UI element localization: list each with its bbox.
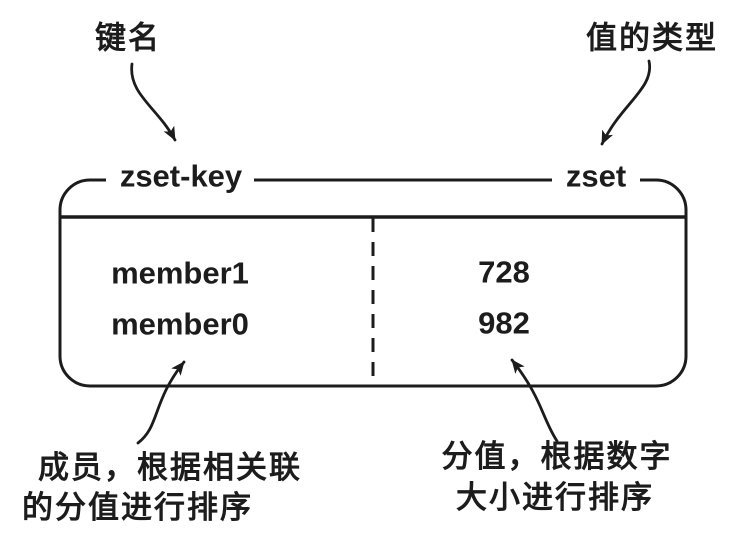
member-note-line2: 的分值进行排序 [22, 490, 253, 525]
score-note-line2: 大小进行排序 [456, 480, 654, 515]
member-cell-row2: member0 [111, 307, 249, 342]
key-label-gap [106, 168, 254, 192]
member-cell-row1: member1 [111, 256, 249, 291]
zset-box [58, 178, 688, 388]
value-type-label: 值的类型 [586, 21, 718, 56]
score-note-arrow-icon [510, 358, 559, 443]
key-name-arrow-icon [130, 62, 177, 142]
key-name-label: 键名 [95, 21, 161, 56]
zset-type-label: zset [566, 159, 626, 194]
value-type-arrow-icon [600, 59, 652, 146]
score-cell-row1: 728 [478, 255, 530, 290]
score-note-line1: 分值，根据数字 [442, 439, 673, 474]
member-note-arrow-icon [136, 360, 186, 445]
zset-key-label: zset-key [120, 159, 243, 194]
member-note-line1: 成员，根据相关联 [38, 450, 302, 485]
type-label-gap [552, 168, 640, 192]
score-cell-row2: 982 [478, 306, 530, 341]
